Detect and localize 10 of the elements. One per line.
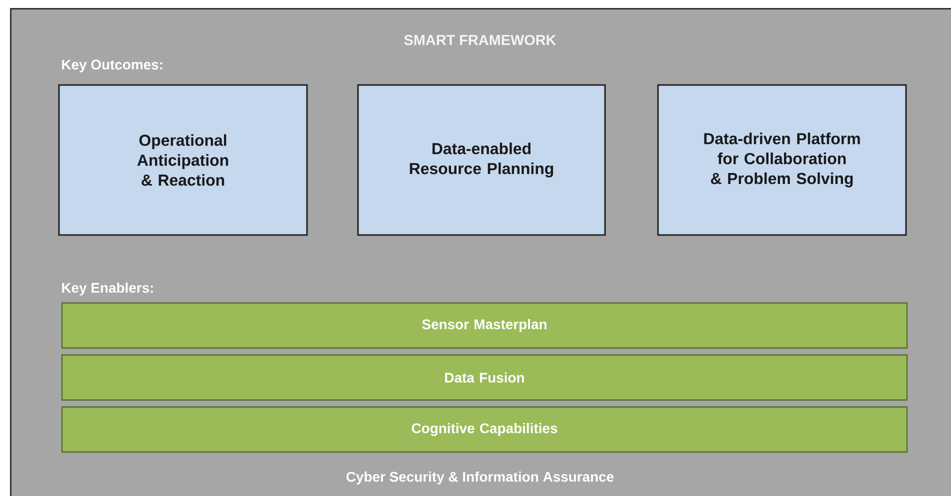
title: SMART FRAMEWORK [404, 34, 556, 46]
outcome-box: Data-driven Platform for Collaboration & Problem Solving [657, 84, 907, 236]
enabler-bar: Sensor Masterplan [61, 302, 908, 349]
outcome-box: Data-enabled Resource Planning [357, 84, 606, 236]
enabler-bar: Cognitive Capabilities [61, 406, 908, 453]
section-heading: Key Outcomes: [62, 60, 162, 72]
footer-label: Cyber Security & Information Assurance [346, 472, 614, 484]
outcome-box: Operational Anticipation & Reaction [58, 84, 308, 236]
enabler-bar: Data Fusion [61, 354, 908, 401]
section-heading: Key Enablers: [62, 282, 153, 296]
